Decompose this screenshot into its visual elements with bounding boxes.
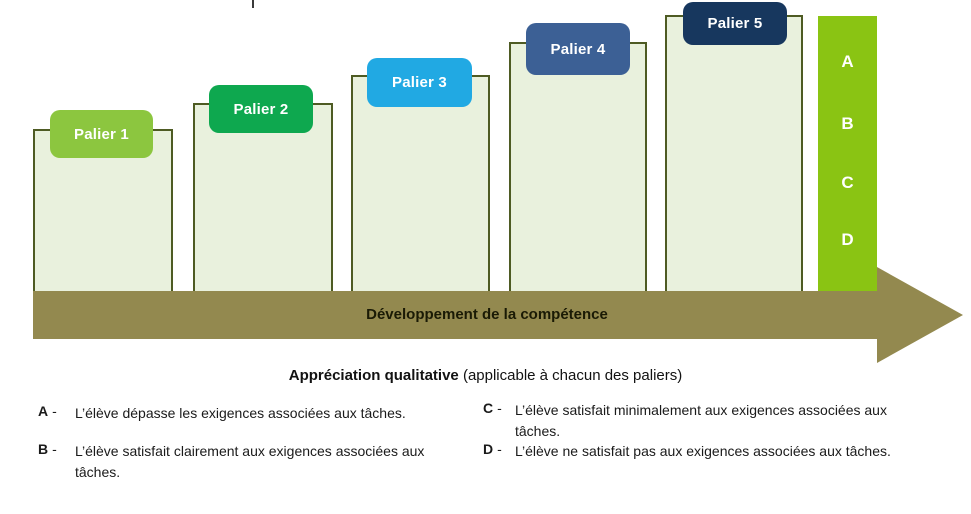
legend-title-bold: Appréciation qualitative [288, 367, 459, 384]
palier-bar-2 [193, 103, 333, 300]
legend-item-letter-d: D- [483, 441, 502, 457]
legend-title: Appréciation qualitative (applicable à c… [0, 367, 971, 384]
legend-dash-c: - [497, 400, 502, 416]
palier-badge-1: Palier 1 [50, 110, 153, 158]
legend-title-rest: (applicable à chacun des paliers) [458, 367, 683, 384]
legend-item-letter-c: C- [483, 400, 502, 416]
palier-badge-3: Palier 3 [367, 58, 472, 107]
legend-item-text-d: L’élève ne satisfait pas aux exigences a… [515, 443, 891, 459]
competence-arrow-head [877, 267, 963, 363]
legend-dash-a: - [52, 403, 57, 419]
legend-item-text-b: L’élève satisfait clairement aux exigenc… [75, 443, 425, 480]
legend-letter-b-bold: B [38, 441, 49, 457]
palier-bar-4 [509, 42, 647, 300]
legend-letter-a-bold: A [38, 403, 49, 419]
palier-bar-3 [351, 75, 490, 300]
legend-dash-b: - [52, 441, 57, 457]
competence-arrow-body [33, 291, 877, 339]
legend-item-letter-b: B- [38, 441, 57, 457]
competence-arrow-label: Développement de la compétence [366, 306, 608, 323]
grade-letter-b: B [841, 114, 854, 133]
legend-item-text-a: L’élève dépasse les exigences associées … [75, 405, 406, 421]
palier-badge-4: Palier 4 [526, 23, 630, 75]
palier-bar-5 [665, 15, 803, 300]
grade-letter-d: D [841, 230, 854, 249]
crop-artifact-mark [252, 0, 254, 8]
palier-badge-2: Palier 2 [209, 85, 313, 133]
grade-letter-c: C [841, 173, 854, 192]
grade-letter-a: A [841, 52, 854, 71]
legend-item-letter-a: A- [38, 403, 57, 419]
legend-item-text-c: L’élève satisfait minimalement aux exige… [515, 402, 887, 439]
palier-badge-5: Palier 5 [683, 2, 787, 45]
legend-letter-d-bold: D [483, 441, 494, 457]
grade-scale-bar: A B C D [818, 16, 877, 300]
legend-dash-d: - [497, 441, 502, 457]
legend-letter-c-bold: C [483, 400, 494, 416]
